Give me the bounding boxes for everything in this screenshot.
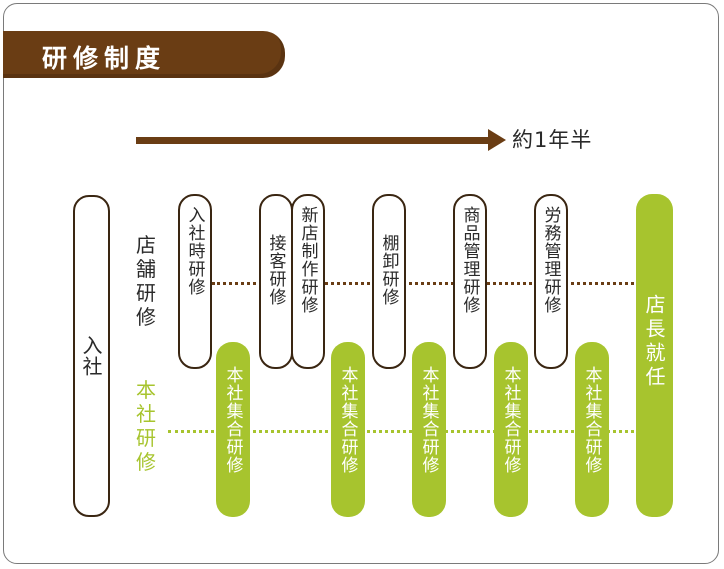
hq-pill: 本社集合研修: [216, 342, 250, 517]
store-pill: 棚卸研修: [372, 194, 406, 369]
entry-label: 入社: [79, 335, 103, 377]
store-pill-label: 新店制作研修: [297, 206, 318, 314]
store-pill: 労務管理研修: [534, 194, 568, 369]
store-pill: 商品管理研修: [453, 194, 487, 369]
store-training-char: 店: [136, 233, 156, 257]
store-training-char: 研: [136, 281, 156, 305]
timeline-label: 約1年半: [512, 128, 593, 152]
hq-pill: 本社集合研修: [494, 342, 528, 517]
store-training-char: 修: [136, 305, 156, 329]
store-pill-label: 商品管理研修: [459, 206, 480, 314]
hq-training-char: 社: [136, 402, 156, 426]
page-title: 研修制度: [42, 44, 167, 73]
hq-training-label: 本 社 研 修: [133, 378, 159, 474]
store-pill: 接客研修: [259, 194, 293, 369]
store-training-track: [212, 282, 640, 285]
hq-pill-label: 本社集合研修: [418, 366, 439, 474]
hq-pill-label: 本社集合研修: [337, 366, 358, 474]
hq-training-char: 研: [136, 426, 156, 450]
hq-training-char: 本: [136, 378, 156, 402]
hq-training-char: 修: [136, 450, 156, 474]
timeline-arrow-shaft: [136, 137, 492, 144]
store-pill-label: 労務管理研修: [540, 206, 561, 314]
store-pill-label: 棚卸研修: [378, 234, 399, 306]
hq-training-track: [168, 430, 640, 433]
store-training-char: 舗: [136, 257, 156, 281]
store-pill: 新店制作研修: [291, 194, 325, 369]
store-pill: 入社時研修: [178, 194, 212, 369]
title-banner: [3, 31, 285, 78]
store-training-label: 店 舗 研 修: [133, 233, 159, 329]
hq-pill-label: 本社集合研修: [581, 366, 602, 474]
hq-pill-label: 本社集合研修: [222, 366, 243, 474]
store-pill-label: 入社時研修: [184, 206, 205, 296]
entry-pill: 入社: [73, 195, 110, 517]
store-manager-pill: 店長就任: [636, 194, 673, 517]
timeline-arrow-head: [488, 129, 506, 151]
hq-pill: 本社集合研修: [575, 342, 609, 517]
hq-pill-label: 本社集合研修: [500, 366, 521, 474]
hq-pill: 本社集合研修: [412, 342, 446, 517]
store-pill-label: 接客研修: [265, 234, 286, 306]
hq-pill: 本社集合研修: [331, 342, 365, 517]
store-manager-label: 店長就任: [642, 294, 666, 390]
